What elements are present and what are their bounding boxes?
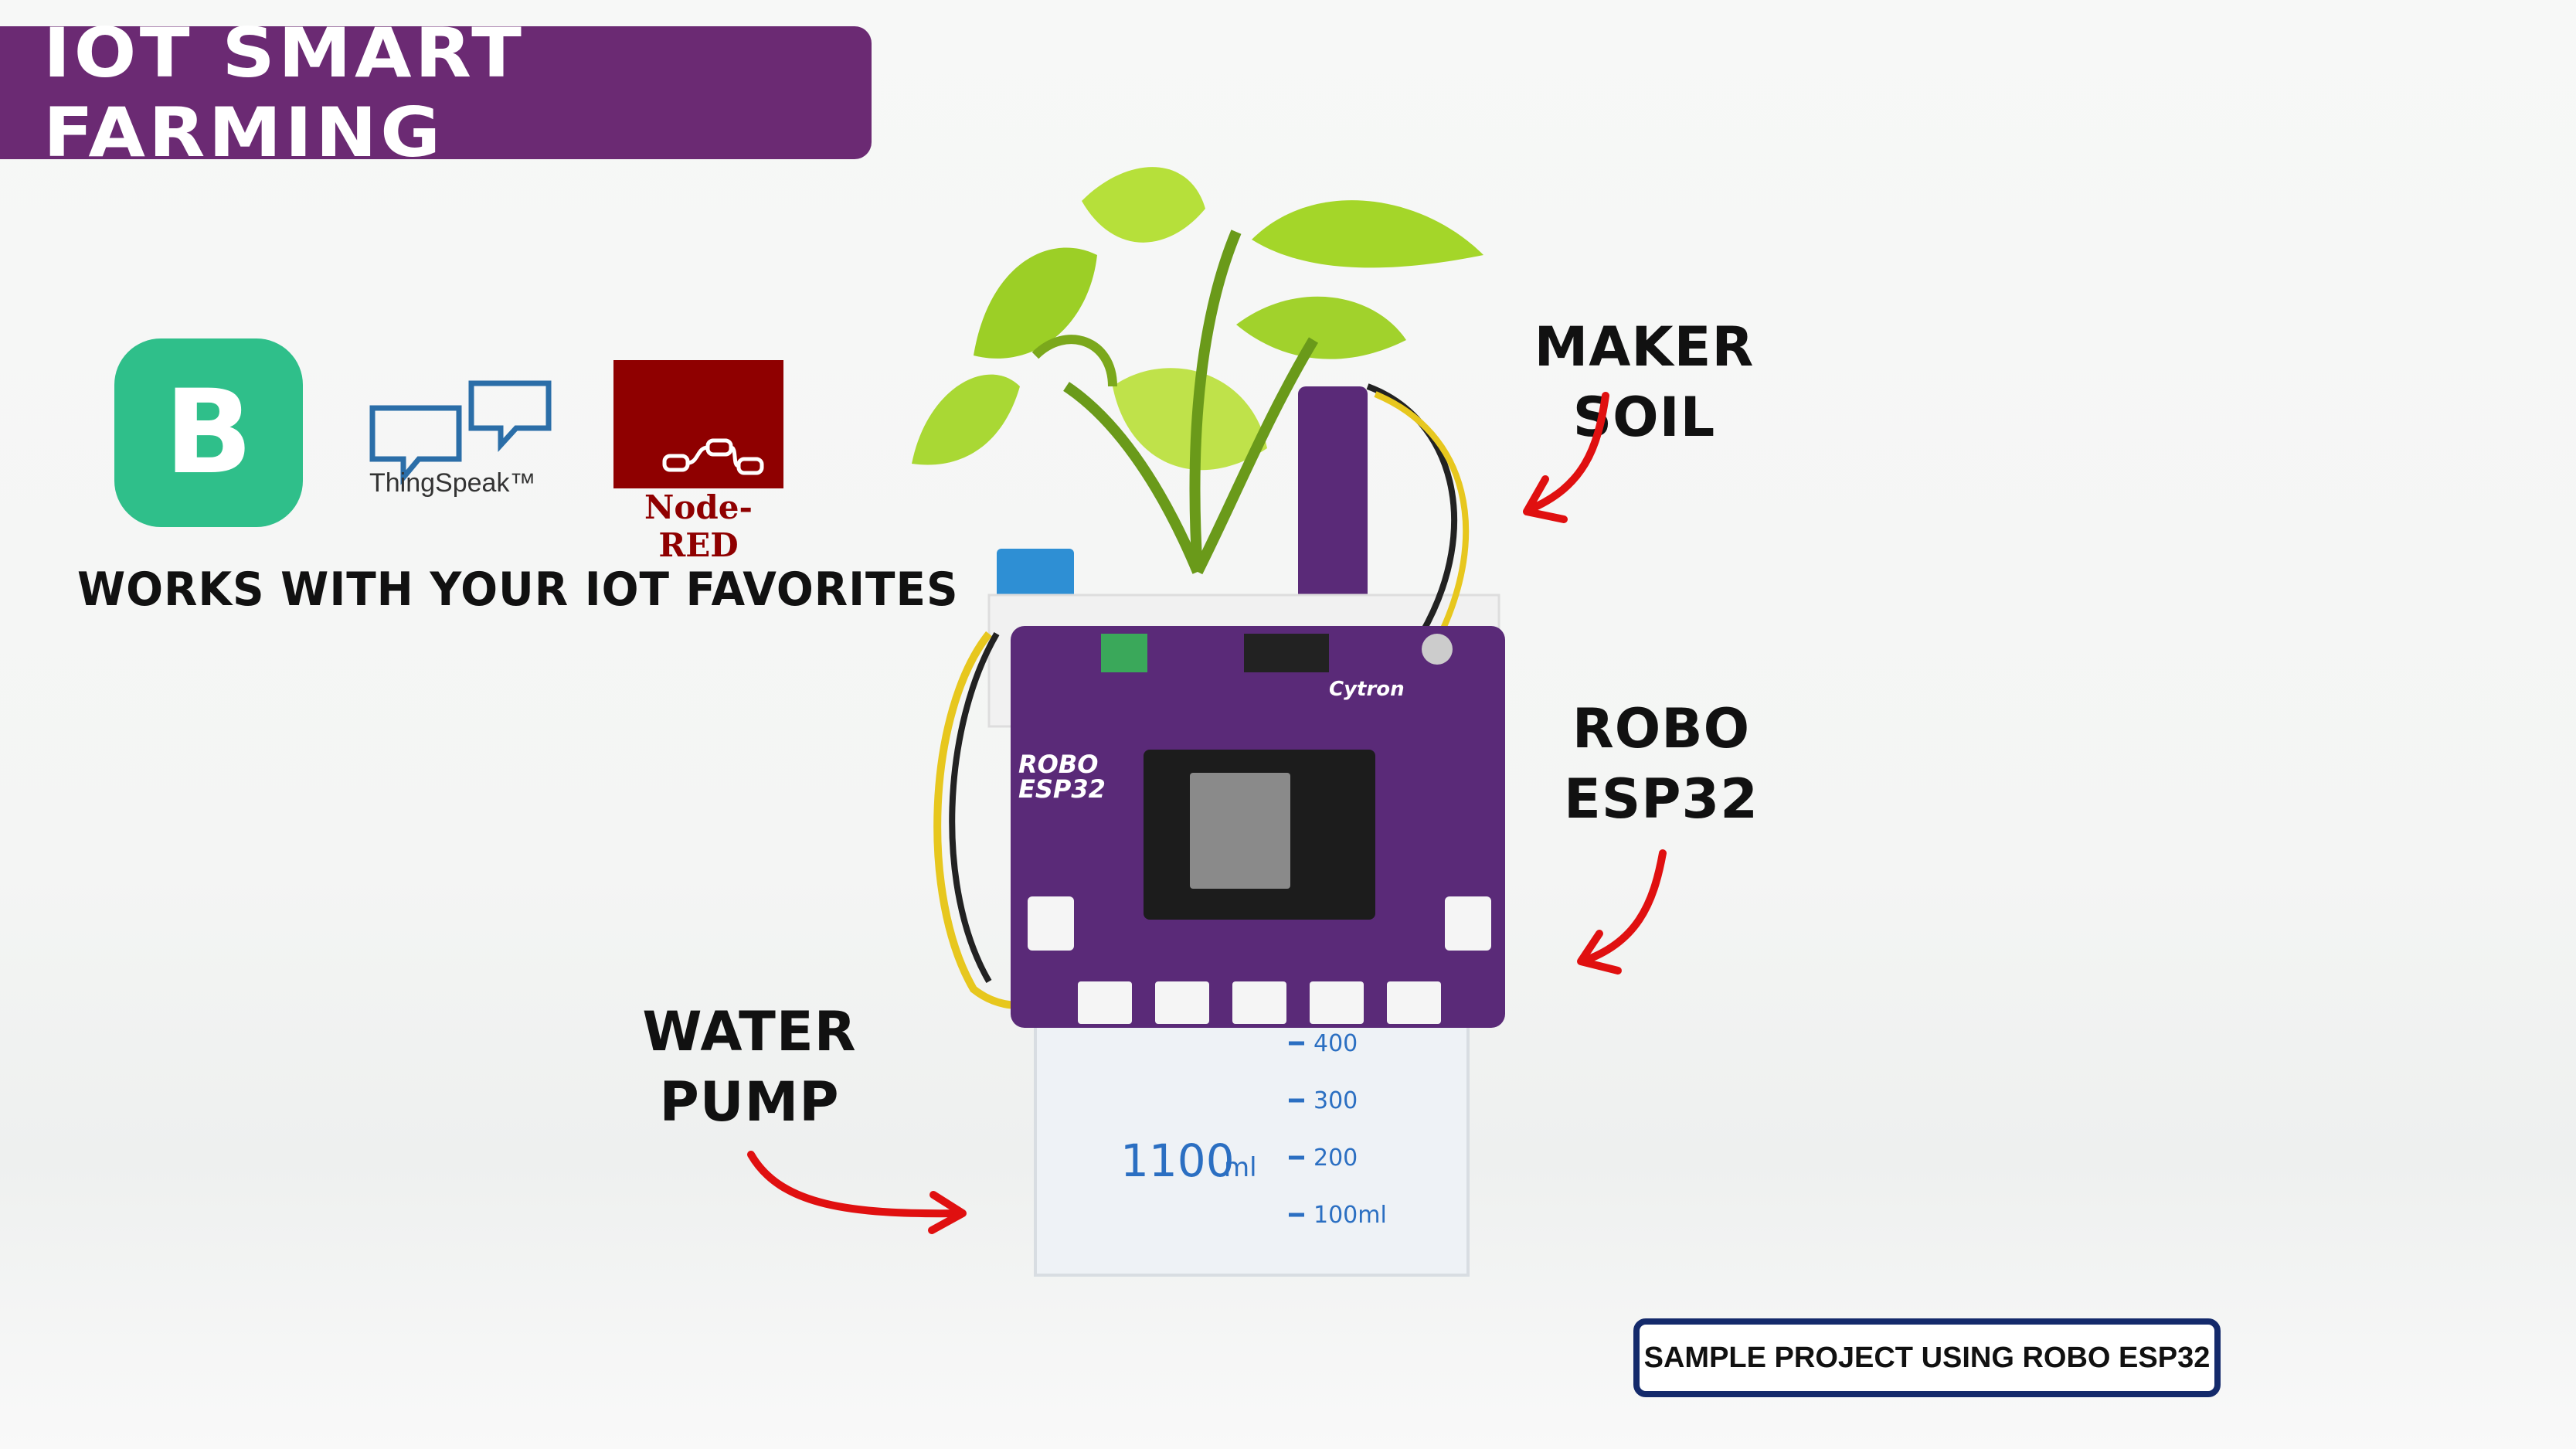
label-robo-line1: ROBO <box>1572 697 1751 760</box>
label-robo-esp32: ROBO ESP32 <box>1538 694 1785 835</box>
beaker-capacity: 1100 <box>1120 1134 1235 1187</box>
page-title: IOT SMART FARMING <box>43 13 525 172</box>
nodered-label: Node-RED <box>644 488 753 564</box>
board-model-line1: ROBO <box>1018 750 1098 779</box>
thingspeak-label: ThingSpeak™ <box>369 468 536 498</box>
label-pump-line2: PUMP <box>659 1070 840 1134</box>
robo-esp32-board <box>1011 626 1505 1028</box>
beaker-mark-200: 200 <box>1313 1145 1358 1172</box>
label-water-pump: WATER PUMP <box>618 997 881 1138</box>
blynk-logo: B <box>114 338 303 527</box>
label-pump-line1: WATER <box>642 1000 857 1063</box>
blynk-letter: B <box>164 366 253 500</box>
beaker-unit: ml <box>1224 1152 1257 1183</box>
board-model-line2: ESP32 <box>1018 774 1106 804</box>
sample-project-text: SAMPLE PROJECT USING ROBO ESP32 <box>1643 1341 2211 1374</box>
plant-leaves <box>912 167 1483 575</box>
beaker-mark-400: 400 <box>1313 1030 1358 1057</box>
label-robo-line2: ESP32 <box>1564 767 1759 831</box>
sample-project-badge: SAMPLE PROJECT USING ROBO ESP32 <box>1633 1318 2221 1397</box>
tagline: WORKS WITH YOUR IOT FAVORITES <box>77 563 959 617</box>
board-brand: Cytron <box>1329 678 1405 701</box>
title-banner: IOT SMART FARMING <box>0 13 872 172</box>
product-illustration: Cytron ROBO ESP32 400 300 200 100ml 1100… <box>912 167 1505 1277</box>
label-maker-soil: MAKER SOIL <box>1534 315 1755 449</box>
beaker-mark-100: 100ml <box>1313 1202 1387 1229</box>
nodered-logo <box>613 360 783 488</box>
dht-sensor <box>997 549 1074 603</box>
beaker-mark-300: 300 <box>1313 1087 1358 1114</box>
flow-icon <box>662 438 764 475</box>
thingspeak-icon <box>369 380 552 485</box>
